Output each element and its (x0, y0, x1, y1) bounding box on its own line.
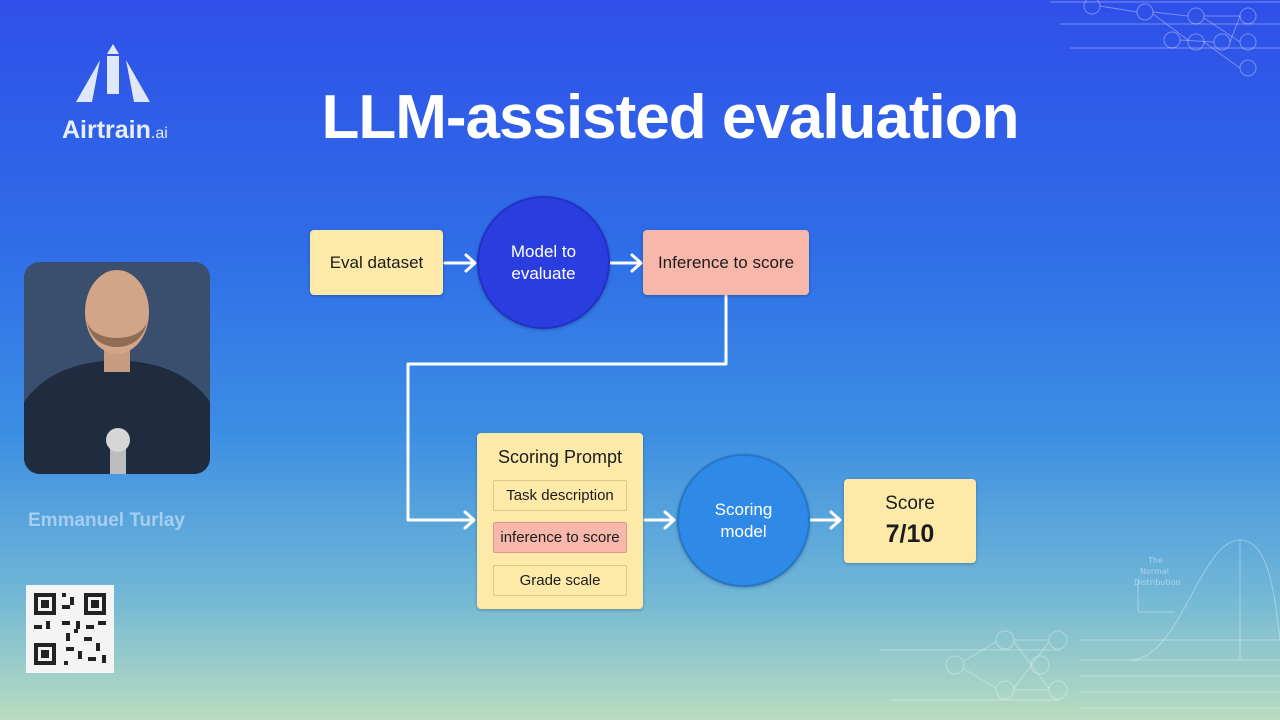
logo-wordmark: Airtrain.ai (62, 116, 168, 145)
qr-code-pattern (34, 593, 106, 665)
model-label-line1: Model to (510, 241, 577, 261)
arrow-inference-to-prompt (406, 294, 728, 522)
prompt-item-grade-scale: Grade scale (493, 565, 627, 596)
prompt-item-inference-to-score: inference to score (493, 522, 627, 553)
normal-distribution-label-3: Distribution (1134, 578, 1181, 587)
logo-name: Airtrain (62, 116, 151, 144)
normal-distribution-label-2: Normal (1140, 567, 1169, 576)
qr-code[interactable] (26, 585, 114, 673)
presenter-silhouette (24, 262, 210, 474)
model-label-line2: evaluate (511, 263, 576, 283)
presenter-video (24, 262, 210, 474)
scoring-prompt-box: Scoring Prompt Task description inferenc… (477, 433, 643, 609)
eval-dataset-box: Eval dataset (310, 230, 443, 295)
presenter-name: Emmanuel Turlay (28, 510, 185, 531)
scoring-prompt-title: Scoring Prompt (497, 447, 623, 467)
logo-suffix: .ai (150, 125, 168, 142)
score-box: Score 7/10 (844, 479, 976, 563)
prompt-item-task-description: Task description (493, 480, 627, 511)
airtrain-rocket-logo (76, 44, 150, 102)
inference-to-score-box: Inference to score (643, 230, 809, 295)
model-to-evaluate-circle: Model to evaluate (477, 196, 610, 329)
score-label: Score (885, 493, 935, 514)
scoring-model-line1: Scoring (714, 499, 773, 519)
slide-title: LLM-assisted evaluation (321, 83, 1019, 152)
normal-distribution-label-1: The (1147, 556, 1163, 565)
scoring-model-circle: Scoring model (677, 454, 810, 587)
scoring-model-line2: model (720, 521, 767, 541)
score-value: 7/10 (885, 520, 935, 548)
